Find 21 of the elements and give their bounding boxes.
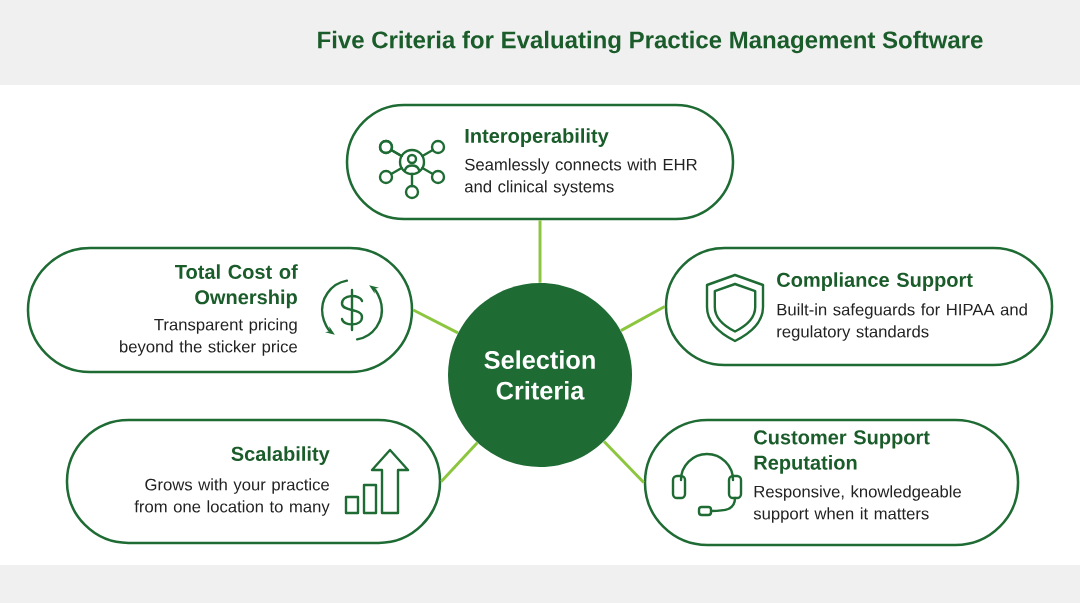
description: Transparent pricing beyond the sticker price <box>120 318 297 356</box>
criterion-card <box>26 246 414 374</box>
criterion-card <box>664 246 1054 367</box>
description: Responsive, knowledgeable support when it matters <box>753 485 961 523</box>
connector-line <box>603 440 645 484</box>
connector-line <box>620 305 666 332</box>
heading: Scalability <box>231 446 330 465</box>
connector-line <box>412 308 459 335</box>
criterion-card <box>65 418 442 545</box>
description: Seamlessly connects with EHR and clinical systems <box>465 158 697 196</box>
description: Built-in safeguards for HIPAA and regulatory standards <box>777 303 1027 341</box>
criterion-card <box>643 418 1020 547</box>
connector-line <box>538 220 542 283</box>
heading: Interoperability <box>465 128 609 147</box>
title: Five Criteria for Evaluating Practice Management Software <box>318 30 983 54</box>
connector-line <box>440 441 479 483</box>
heading: Customer Support Reputation <box>754 430 930 474</box>
criterion-card <box>345 103 735 221</box>
heading: Compliance Support <box>777 272 973 291</box>
description: Grows with your practice from one location to many <box>134 478 330 516</box>
heading: Total Cost of Ownership <box>175 264 298 309</box>
